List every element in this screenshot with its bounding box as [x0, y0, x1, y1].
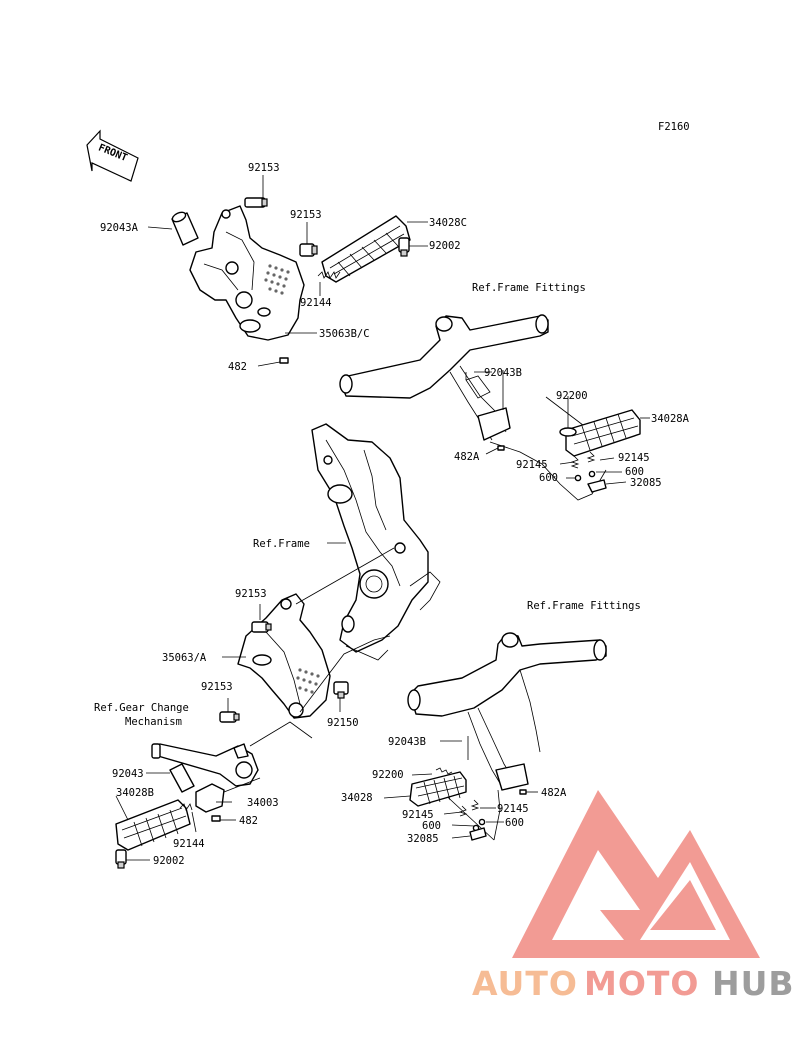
footpeg-34028b-group — [115, 772, 236, 869]
logo-text-hub: HUB — [712, 964, 795, 1003]
part-482-top — [279, 357, 289, 364]
washer-92200-lower — [435, 767, 453, 775]
ref-frame-fittings-lower: Ref.Frame Fittings — [527, 600, 641, 612]
footpeg-34028-group — [383, 740, 538, 841]
bolt-92150 — [333, 681, 349, 699]
label-35063a: 35063/A — [162, 652, 207, 664]
label-92144-top: 92144 — [300, 297, 332, 309]
spring-92144-lower — [179, 803, 193, 811]
pin-92002-lower — [115, 849, 127, 869]
part-482a-lower — [519, 789, 527, 795]
label-92153-top: 92153 — [248, 162, 280, 174]
label-600-lower-right: 600 — [505, 817, 524, 829]
label-34028: 34028 — [341, 792, 373, 804]
label-32085-upper: 32085 — [630, 477, 662, 489]
label-92002-lower: 92002 — [153, 855, 185, 867]
label-482a-lower: 482A — [541, 787, 567, 799]
spring-92145-upper-left — [570, 455, 580, 469]
frame-fittings-lower-group — [407, 632, 607, 841]
bolt-92153-top — [244, 197, 268, 208]
frame-group — [311, 423, 441, 661]
rear-step-bracket-group — [147, 175, 428, 367]
label-92200-upper: 92200 — [556, 390, 588, 402]
label-34003: 34003 — [247, 797, 279, 809]
spring-92144-top — [317, 271, 341, 279]
pin-92002-top — [398, 237, 410, 257]
label-34028b: 34028B — [116, 787, 154, 799]
ref-frame: Ref.Frame — [253, 538, 310, 550]
label-482-lower: 482 — [239, 815, 258, 827]
label-600-upper-right: 600 — [625, 466, 644, 478]
figure-code: F2160 — [658, 121, 690, 133]
bracket-35063bc — [189, 205, 305, 341]
washer-92200-upper — [559, 427, 577, 437]
ref-gear-change-line1: Ref.Gear Change — [94, 702, 189, 714]
spring-92145-upper-right — [586, 451, 596, 463]
label-600-lower-left: 600 — [422, 820, 441, 832]
label-92145-lower-right: 92145 — [497, 803, 529, 815]
part-482a-upper — [497, 445, 505, 451]
front-arrow-icon: FRONT — [86, 129, 139, 182]
pillion-footpeg-34028a-group — [465, 371, 650, 493]
label-34028a: 34028A — [651, 413, 690, 425]
spring-92145-lower-right — [470, 799, 480, 811]
label-482a-upper: 482A — [454, 451, 480, 463]
label-482-top: 482 — [228, 361, 247, 373]
rider-step-bracket-35063a-group — [219, 547, 395, 723]
ref-gear-change-line2: Mechanism — [125, 716, 182, 728]
footpeg-34028c — [321, 215, 411, 283]
label-92144-lower: 92144 — [173, 838, 205, 850]
automotohub-logo: AUTO MOTO HUB — [472, 790, 795, 1003]
label-92150: 92150 — [327, 717, 359, 729]
plate-32085-lower — [469, 827, 487, 841]
label-32085-lower: 32085 — [407, 833, 439, 845]
label-92153-lower-a: 92153 — [235, 588, 267, 600]
label-92153-mid: 92153 — [290, 209, 322, 221]
shift-lever-group — [151, 721, 313, 813]
part-482-lower — [211, 815, 221, 822]
label-92002-top: 92002 — [429, 240, 461, 252]
frame-fittings-upper-group — [339, 314, 607, 501]
label-92145-lower-left: 92145 — [402, 809, 434, 821]
logo-text-moto: MOTO — [584, 964, 699, 1003]
ref-frame-fittings-upper: Ref.Frame Fittings — [472, 282, 586, 294]
label-92043a: 92043A — [100, 222, 139, 234]
collar-92043a — [171, 211, 199, 246]
label-92043b-lower: 92043B — [388, 736, 426, 748]
label-92043b-upper: 92043B — [484, 367, 522, 379]
holder-34003 — [195, 783, 225, 813]
ball-600-upper-left — [574, 474, 582, 482]
bolt-92153-mid — [299, 243, 318, 257]
spring-92145-lower-left — [458, 805, 468, 817]
bolt-92153-lower-b — [219, 711, 240, 723]
ball-600-lower-right — [478, 818, 486, 826]
label-92200-lower: 92200 — [372, 769, 404, 781]
ball-600-upper-right — [588, 470, 596, 478]
label-34028c: 34028C — [429, 217, 467, 229]
collar-92043 — [169, 763, 195, 793]
plate-32085-upper — [587, 479, 607, 493]
label-92145-upper-right: 92145 — [618, 452, 650, 464]
label-92043: 92043 — [112, 768, 144, 780]
label-600-upper-left: 600 — [539, 472, 558, 484]
label-92145-upper-left: 92145 — [516, 459, 548, 471]
logo-text-auto: AUTO — [472, 964, 578, 1003]
bolt-92153-lower-a — [251, 621, 272, 633]
label-35063bc: 35063B/C — [319, 328, 370, 340]
label-92153-lower-b: 92153 — [201, 681, 233, 693]
